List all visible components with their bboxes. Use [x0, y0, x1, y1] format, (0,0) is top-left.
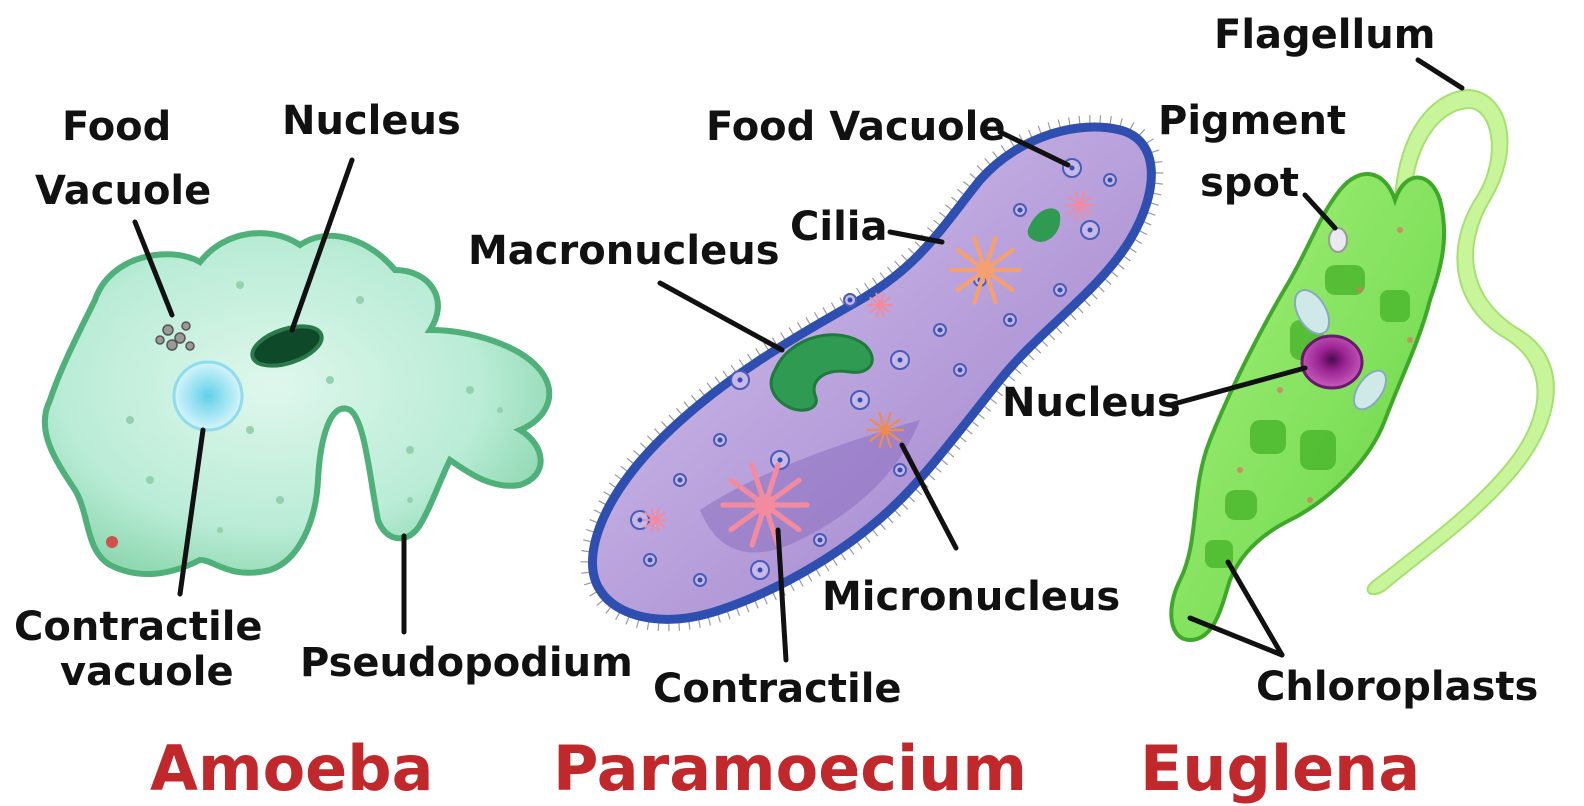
paramoecium-vacuole-core — [938, 328, 943, 333]
paramoecium-label-food-vacuole: Food Vacuole — [706, 104, 1006, 150]
euglena-label-flagellum: Flagellum — [1214, 12, 1435, 58]
amoeba-label-contractile-vacuole-2: vacuole — [60, 649, 234, 695]
paramoecium-vacuole-core — [698, 578, 703, 583]
amoeba-figure: Food Vacuole Nucleus Contractile vacuole… — [14, 98, 633, 805]
euglena-label-chloroplasts: Chloroplasts — [1256, 664, 1538, 710]
amoeba-label-pseudopodium: Pseudopodium — [300, 640, 633, 686]
paramoecium-label-contractile: Contractile — [653, 666, 902, 712]
paramoecium-body — [593, 127, 1152, 619]
paramoecium-vacuole-core — [678, 478, 683, 483]
amoeba-body — [45, 233, 550, 574]
star-center — [881, 426, 890, 435]
paramoecium-title: Paramoecium — [553, 732, 1027, 805]
star-center — [977, 262, 994, 279]
paramoecium-vacuole-core — [1058, 288, 1063, 293]
amoeba-label-nucleus: Nucleus — [282, 98, 461, 144]
paramoecium-vacuole-core — [638, 518, 643, 523]
paramoecium-vacuole-core — [718, 438, 723, 443]
star-center — [877, 302, 883, 308]
amoeba-red-granule — [106, 536, 118, 548]
euglena-label-nucleus: Nucleus — [1002, 380, 1181, 426]
paramoecium-vacuole-core — [648, 558, 653, 563]
paramoecium-vacuole-core — [958, 368, 963, 373]
paramoecium-vacuole-core — [758, 568, 763, 573]
paramoecium-label-macronucleus: Macronucleus — [468, 228, 780, 274]
paramoecium-vacuole-core — [898, 468, 903, 473]
amoeba-label-food-vacuole-2: Vacuole — [35, 168, 211, 214]
euglena-nucleus — [1302, 336, 1362, 388]
star-center — [1077, 202, 1084, 209]
amoeba-label-food-vacuole-1: Food — [62, 104, 171, 150]
euglena-title: Euglena — [1140, 732, 1420, 805]
paramoecium-vacuole-core — [738, 378, 743, 383]
paramoecium-vacuole-core — [858, 398, 863, 403]
paramoecium-vacuole-core — [848, 298, 853, 303]
euglena-label-pigment-spot-1: Pigment — [1158, 98, 1346, 144]
paramoecium-vacuole-core — [898, 358, 903, 363]
paramoecium-vacuole-core — [1108, 178, 1113, 183]
amoeba-contractile-vacuole — [174, 362, 242, 430]
paramoecium-vacuole-core — [1088, 228, 1093, 233]
paramoecium-vacuole-core — [1018, 208, 1023, 213]
paramoecium-vacuole-core — [778, 458, 783, 463]
amoeba-label-contractile-vacuole-1: Contractile — [14, 604, 263, 650]
star-center — [755, 495, 776, 516]
star-center — [652, 517, 658, 523]
paramoecium-label-micronucleus: Micronucleus — [822, 574, 1120, 620]
euglena-label-pigment-spot-2: spot — [1200, 160, 1299, 206]
paramoecium-vacuole-core — [818, 538, 823, 543]
paramoecium-vacuole-core — [1070, 166, 1075, 171]
amoeba-title: Amoeba — [150, 732, 433, 805]
paramoecium-vacuole-core — [1008, 318, 1013, 323]
paramoecium-figure: Food Vacuole Cilia Macronucleus Micronuc… — [468, 104, 1163, 805]
paramoecium-label-cilia: Cilia — [790, 204, 887, 250]
euglena-pigment-spot — [1329, 228, 1347, 252]
